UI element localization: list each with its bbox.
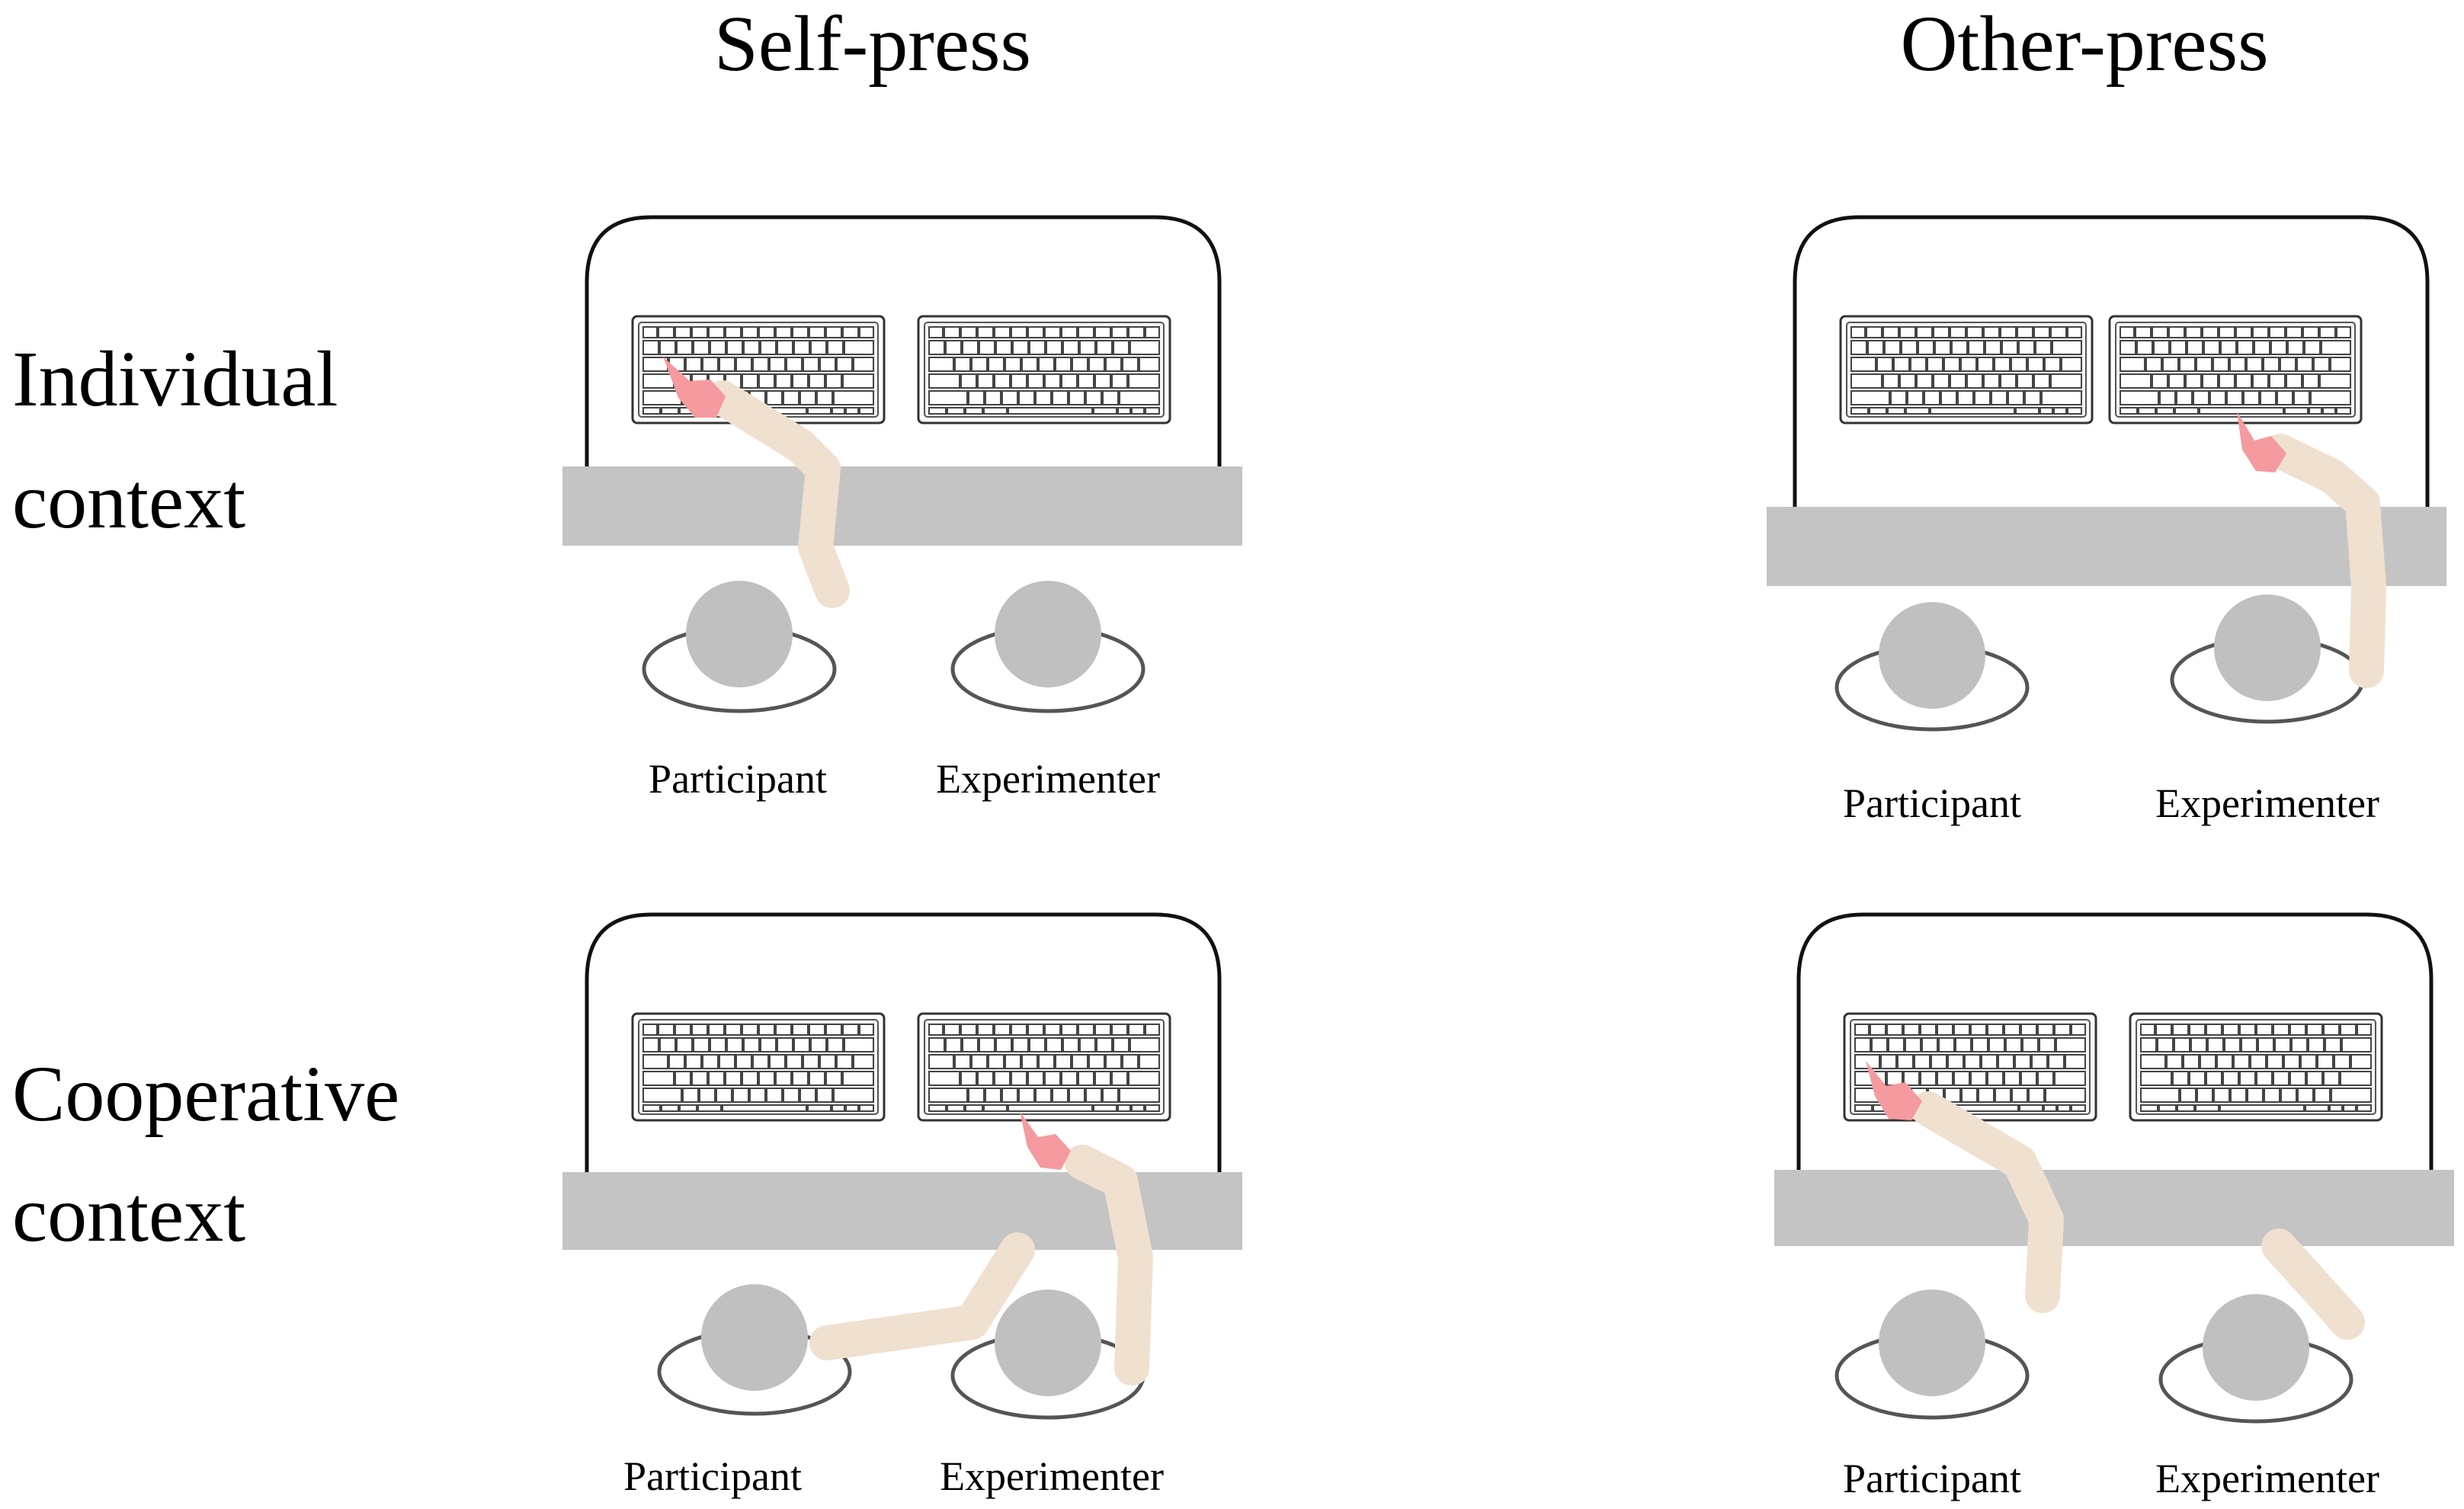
participant-arm [809,1232,1035,1360]
hand [2237,412,2286,473]
experimenter-label: Experimenter [936,756,1160,802]
panel-cooperative-self-press: Participant Experimenter [562,912,1242,1499]
experimenter-arm [1065,1145,1153,1386]
participant-arm [1911,1091,2064,1313]
row-label-individual-line2: context [12,457,245,545]
row-label-cooperative-line2: context [12,1171,245,1258]
participant-label: Participant [649,756,827,802]
hand [663,357,726,418]
participant-head [686,581,793,687]
hand [1020,1111,1071,1170]
participant-arm [705,380,850,608]
panel-individual-other-press: Participant Experimenter [1767,215,2446,826]
experimenter-arm [2263,434,2386,688]
participant-head [1879,1290,1985,1396]
experimenter-head [2214,594,2321,701]
participant-head [1879,602,1985,709]
participant-keyboard [1839,315,2094,425]
experimenter-arm [2261,1229,2365,1340]
experimenter-label: Experimenter [940,1453,1164,1499]
experimenter-label: Experimenter [2155,1456,2379,1501]
panel-cooperative-other-press: Participant Experimenter [1774,912,2454,1501]
participant-label: Participant [1843,780,2021,826]
participant-label: Participant [623,1453,802,1499]
experimenter-keyboard [2129,1012,2383,1122]
table [1767,507,2446,586]
experimenter-keyboard [2108,315,2363,425]
experimenter-label: Experimenter [2155,780,2379,826]
column-header-other-press: Other-press [1900,0,2268,88]
experimenter-head [995,1290,1101,1396]
hand [1866,1061,1922,1120]
column-header-self-press: Self-press [714,0,1031,88]
table [562,466,1242,546]
participant-label: Participant [1843,1456,2021,1501]
participant-head [701,1284,808,1391]
experimenter-keyboard [917,315,1171,425]
experimenter-head [2203,1294,2309,1401]
row-label-individual-line1: Individual [12,335,338,423]
table [1774,1170,2454,1246]
panel-individual-self-press: Participant Experimenter [562,215,1242,802]
row-label-cooperative-line1: Cooperative [12,1050,399,1138]
experimenter-keyboard [917,1012,1171,1122]
experimenter-head [995,581,1101,687]
participant-keyboard [631,1012,886,1122]
